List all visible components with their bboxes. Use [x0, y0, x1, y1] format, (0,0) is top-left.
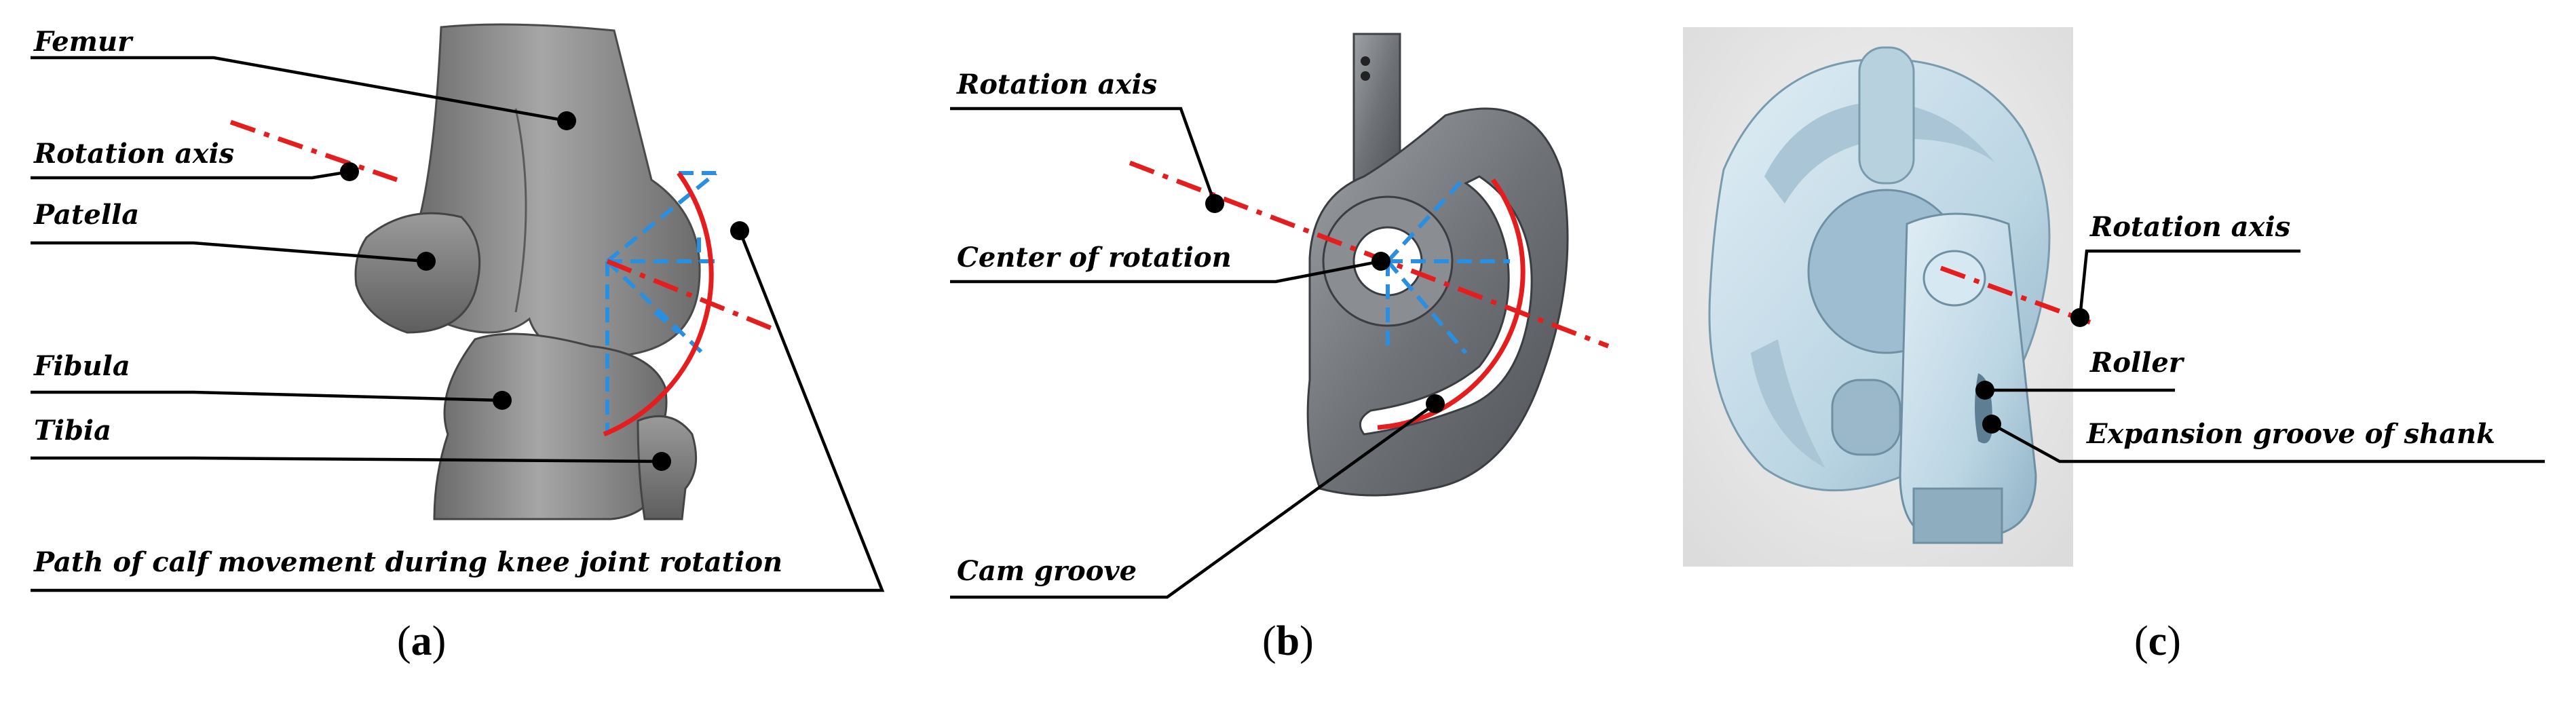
- knee-mechanism-render: [1708, 46, 2051, 544]
- center-of-rotation-marker-dot: [1371, 252, 1390, 271]
- label-cam-groove: Cam groove: [957, 555, 1137, 587]
- panel-b-cam-plate: Rotation axis Center of rotation Cam gro…: [950, 33, 1610, 664]
- panel-a-knee-anatomy: Femur Rotation axis Patella Fibula Tibia…: [31, 23, 885, 664]
- label-center-of-rotation: Center of rotation: [957, 242, 1232, 273]
- caption-a: (a): [397, 618, 446, 664]
- patella-bone: [354, 212, 481, 334]
- roller-marker-dot: [1975, 381, 1994, 400]
- knee-bones-illustration: [354, 23, 701, 520]
- label-tibia: Tibia: [34, 415, 111, 446]
- mechanism-shaft: [1858, 46, 1915, 185]
- patella-marker-dot: [417, 252, 436, 271]
- rotation-axis-line: [229, 119, 398, 183]
- label-patella: Patella: [33, 199, 139, 231]
- path-marker-dot: [730, 221, 749, 240]
- label-expansion-groove: Expansion groove of shank: [2086, 418, 2495, 450]
- fibula-marker-dot: [493, 391, 512, 410]
- cam-groove-marker-dot: [1426, 394, 1445, 413]
- cam-guide-lines: [1386, 174, 1510, 354]
- disc-cutout-bottom: [1751, 339, 1825, 468]
- caption-c: (c): [2134, 618, 2181, 664]
- label-femur: Femur: [33, 26, 134, 58]
- panel-c-knee-mechanism: Rotation axis Roller Expansion groove of…: [1683, 27, 2545, 664]
- rotation-axis-marker-dot: [340, 162, 359, 181]
- calf-path-arc: [603, 171, 714, 437]
- femur-marker-dot: [557, 111, 576, 130]
- label-fibula: Fibula: [33, 350, 130, 382]
- label-rotation-axis-c: Rotation axis: [2089, 211, 2290, 243]
- label-calf-path: Path of calf movement during knee joint …: [33, 546, 782, 578]
- cam-path-arc: [1377, 178, 1526, 430]
- rotation-axis-line-extension: [606, 259, 775, 332]
- femur-contour-line: [514, 108, 527, 313]
- tibia-marker-dot: [652, 452, 671, 471]
- shank-pivot: [1922, 250, 1986, 307]
- mechanism-bracket: [1912, 487, 2003, 544]
- expansion-groove-marker-dot: [1982, 415, 2001, 434]
- rotation-axis-c-marker-dot: [2070, 308, 2089, 327]
- label-rotation-axis-b: Rotation axis: [956, 69, 1157, 100]
- rotation-axis-b-marker-dot: [1205, 194, 1224, 213]
- angle-guide-lines: [605, 171, 717, 434]
- tibia-bone: [433, 332, 668, 520]
- caption-b: (b): [1262, 618, 1314, 664]
- label-roller: Roller: [2089, 347, 2185, 379]
- disc-cutout-top: [1764, 102, 1995, 204]
- cam-plate-illustration: [1306, 33, 1569, 497]
- rotation-axis-line-b: [1129, 160, 1610, 349]
- label-rotation-axis-a: Rotation axis: [33, 138, 234, 170]
- mechanism-cylinder: [1831, 379, 1901, 456]
